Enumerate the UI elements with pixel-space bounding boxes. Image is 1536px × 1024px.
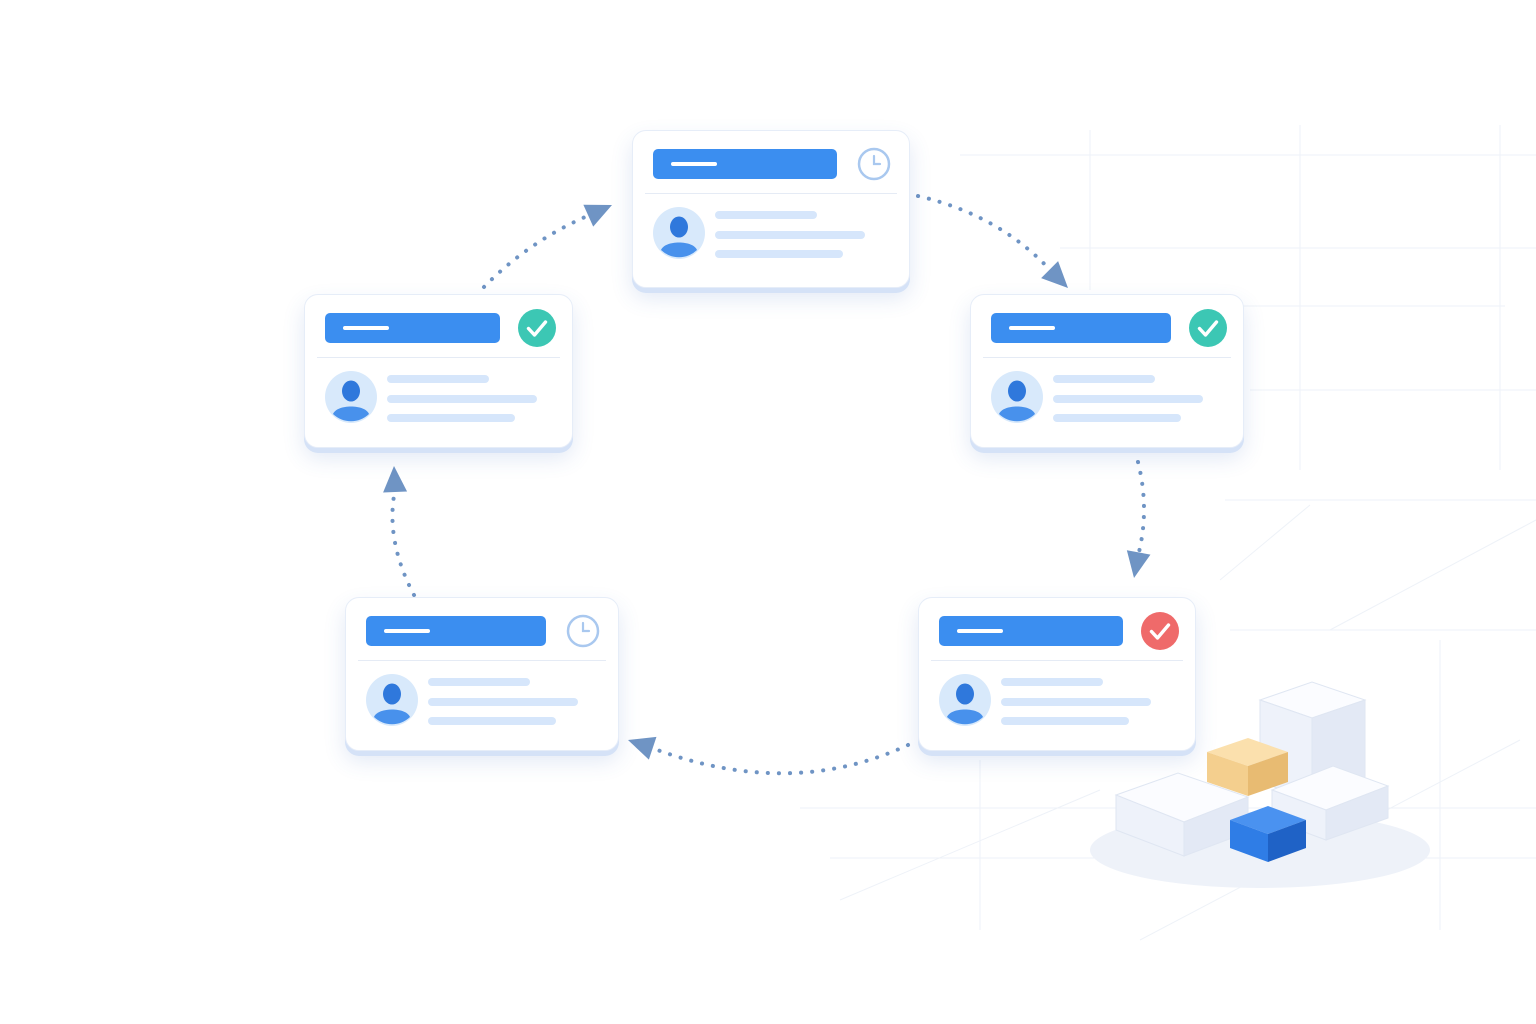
arrowhead-icon xyxy=(383,466,408,493)
card-header-bar xyxy=(366,616,546,646)
card-header-bar xyxy=(325,313,500,343)
text-placeholder-line xyxy=(715,231,865,239)
arrowhead-icon xyxy=(628,736,657,760)
header-text-placeholder xyxy=(384,629,430,633)
status-pending-clock-icon xyxy=(564,612,602,650)
status-pending-clock-icon xyxy=(855,145,893,183)
arrow-bottom-right-to-bottom-left xyxy=(628,736,910,776)
card-divider xyxy=(931,660,1183,661)
text-placeholder-line xyxy=(387,414,515,422)
status-rejected-check-icon xyxy=(1141,612,1179,650)
arrowhead-icon xyxy=(1126,550,1151,578)
text-placeholder-line xyxy=(1053,375,1155,383)
card-divider xyxy=(645,193,897,194)
card-header-bar xyxy=(939,616,1123,646)
workflow-card-right[interactable] xyxy=(970,294,1244,448)
workflow-card-bottom-left[interactable] xyxy=(345,597,619,751)
arrow-right-to-bottom-right xyxy=(1126,460,1151,578)
header-text-placeholder xyxy=(343,326,389,330)
card-divider xyxy=(983,357,1231,358)
text-placeholder-line xyxy=(428,717,556,725)
card-divider xyxy=(358,660,606,661)
workflow-card-bottom-right[interactable] xyxy=(918,597,1196,751)
user-avatar-icon xyxy=(653,207,705,259)
arrow-left-to-top xyxy=(482,204,612,289)
header-text-placeholder xyxy=(671,162,717,166)
text-placeholder-line xyxy=(1001,717,1129,725)
arrowhead-icon xyxy=(1041,261,1068,288)
block-orange xyxy=(1207,738,1288,796)
card-divider xyxy=(317,357,560,358)
text-placeholder-line xyxy=(428,698,578,706)
header-text-placeholder xyxy=(1009,326,1055,330)
text-placeholder-line xyxy=(1001,678,1103,686)
text-placeholder-line xyxy=(715,250,843,258)
text-placeholder-line xyxy=(1053,414,1181,422)
workflow-card-top[interactable] xyxy=(632,130,910,288)
user-avatar-icon xyxy=(366,674,418,726)
arrow-top-to-right xyxy=(916,194,1068,288)
arrow-bottom-left-to-left xyxy=(383,466,416,597)
user-avatar-icon xyxy=(939,674,991,726)
text-placeholder-line xyxy=(387,375,489,383)
text-placeholder-line xyxy=(1053,395,1203,403)
card-header-bar xyxy=(653,149,837,179)
text-placeholder-line xyxy=(387,395,537,403)
status-approved-check-icon xyxy=(518,309,556,347)
card-header-bar xyxy=(991,313,1171,343)
user-avatar-icon xyxy=(325,371,377,423)
status-approved-check-icon xyxy=(1189,309,1227,347)
block-blue xyxy=(1230,806,1306,862)
header-text-placeholder xyxy=(957,629,1003,633)
text-placeholder-line xyxy=(715,211,817,219)
text-placeholder-line xyxy=(1001,698,1151,706)
block-left-white xyxy=(1114,772,1250,857)
text-placeholder-line xyxy=(428,678,530,686)
arrowhead-icon xyxy=(583,204,612,227)
user-avatar-icon xyxy=(991,371,1043,423)
workflow-card-left[interactable] xyxy=(304,294,573,448)
